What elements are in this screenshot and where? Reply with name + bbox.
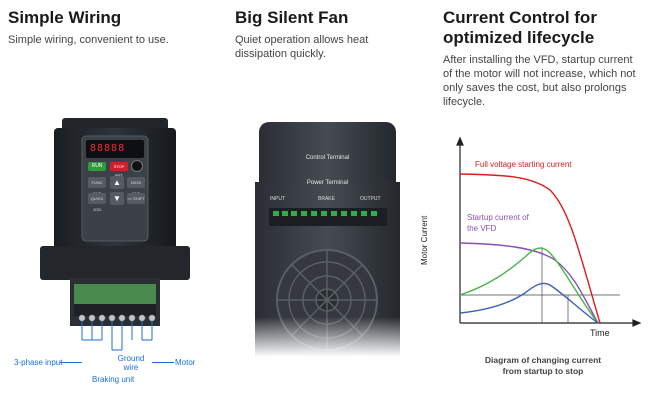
feature-description: Quiet operation allows heat dissipation … bbox=[235, 34, 369, 60]
series-green bbox=[459, 247, 599, 324]
current-chart bbox=[456, 136, 642, 327]
vfd-fan-image bbox=[255, 122, 400, 357]
power-terminal-label: Power Terminal bbox=[306, 180, 349, 186]
feature-title: Simple Wiring bbox=[8, 8, 122, 27]
func-button[interactable]: FUNC ENT bbox=[88, 177, 106, 196]
stop-button[interactable]: STOP RST bbox=[110, 162, 128, 178]
terminal-group-input: INPUT bbox=[270, 196, 285, 202]
data-button[interactable]: DATA ENT bbox=[127, 177, 145, 196]
label-braking-unit: Braking unit bbox=[92, 375, 135, 384]
down-arrow-icon[interactable]: ▼ bbox=[110, 192, 124, 205]
run-button[interactable]: RUN bbox=[88, 162, 106, 171]
quick-button[interactable]: QUICK JOG bbox=[88, 193, 106, 212]
legend-vfd-line1: Startup current of bbox=[467, 213, 529, 222]
chart-caption: Diagram of changing current from startup… bbox=[484, 355, 602, 376]
label-3-phase-input: 3-phase input bbox=[14, 358, 63, 367]
feature-simple-wiring: Simple Wiring Simple wiring, convenient … bbox=[8, 8, 213, 47]
up-arrow-icon[interactable]: ▲ bbox=[110, 176, 124, 189]
feature-current-control: Current Control for optimized lifecycle … bbox=[443, 8, 643, 109]
series-vfd-startup bbox=[459, 242, 599, 324]
feature-title: Current Control for optimized lifecycle bbox=[443, 8, 597, 47]
chart-xlabel: Time bbox=[590, 328, 610, 338]
vfd-front-image bbox=[40, 118, 190, 351]
feature-description: After installing the VFD, startup curren… bbox=[443, 54, 636, 108]
shift-button[interactable]: >> SHIFT bbox=[127, 193, 145, 204]
keypad-display: 88888 bbox=[90, 143, 126, 154]
legend-full-voltage: Full voltage starting current bbox=[475, 160, 572, 169]
series-full-voltage bbox=[459, 173, 601, 324]
feature-description: Simple wiring, convenient to use. bbox=[8, 34, 169, 46]
jog-dial[interactable] bbox=[131, 160, 143, 172]
label-motor: Motor bbox=[175, 358, 196, 367]
label-ground-wire: Ground wire bbox=[117, 354, 145, 372]
control-terminal-label: Control Terminal bbox=[305, 155, 350, 161]
chart-ylabel: Motor Current bbox=[420, 215, 429, 265]
series-blue bbox=[459, 282, 599, 324]
feature-title: Big Silent Fan bbox=[235, 8, 349, 27]
feature-big-silent-fan: Big Silent Fan Quiet operation allows he… bbox=[235, 8, 420, 61]
legend-vfd-line2: the VFD bbox=[467, 224, 497, 233]
terminal-group-output: OUTPUT bbox=[360, 196, 381, 202]
chart-axes bbox=[456, 136, 642, 327]
terminal-group-brake: BRAKE bbox=[318, 196, 335, 202]
